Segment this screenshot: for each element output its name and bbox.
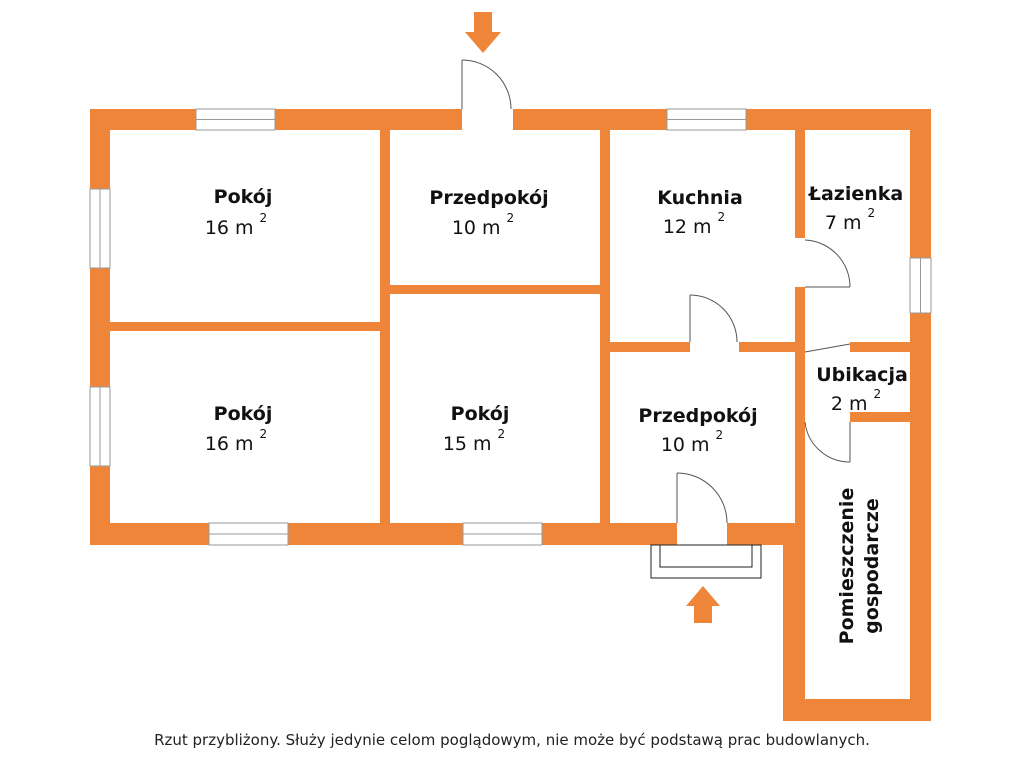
wall-int-7: [805, 342, 910, 352]
wall-int-2: [110, 322, 380, 331]
room-label-pomieszczenie-gospodarcze: Pomieszczenie gospodarcze: [836, 488, 883, 645]
wall-storage-left: [783, 523, 805, 721]
svg-text:Łazienka: Łazienka: [808, 183, 903, 205]
svg-text:16 m2: 16 m2: [205, 427, 267, 455]
svg-text:16 m2: 16 m2: [205, 211, 267, 239]
wall-int-4: [600, 130, 610, 523]
disclaimer-footer: Rzut przybliżony. Służy jedynie celom po…: [154, 731, 870, 749]
svg-text:Pokój: Pokój: [214, 186, 273, 208]
wall-left: [90, 109, 110, 545]
svg-text:Ubikacja: Ubikacja: [816, 364, 908, 386]
arrow-down-icon: [465, 12, 501, 53]
svg-text:15 m2: 15 m2: [443, 427, 505, 455]
svg-text:10 m2: 10 m2: [661, 428, 723, 456]
svg-text:10 m2: 10 m2: [452, 211, 514, 239]
svg-text:Pomieszczenie: Pomieszczenie: [836, 488, 858, 645]
wall-int-3: [390, 285, 600, 294]
svg-text:Pokój: Pokój: [214, 403, 273, 425]
wall-right-upper: [910, 109, 931, 721]
wall-int-8: [805, 412, 910, 422]
svg-text:12 m2: 12 m2: [663, 210, 725, 238]
door-openings: [462, 109, 850, 545]
svg-text:gospodarcze: gospodarcze: [861, 498, 883, 634]
svg-text:Przedpokój: Przedpokój: [429, 187, 548, 209]
doors: [461, 59, 851, 524]
svg-text:7 m2: 7 m2: [825, 206, 875, 234]
wall-int-1: [380, 130, 390, 523]
svg-text:2 m2: 2 m2: [831, 387, 881, 415]
svg-text:Pokój: Pokój: [451, 403, 510, 425]
entrance-steps: [650, 544, 762, 579]
door-toilet-top: [804, 343, 851, 353]
wall-storage-bottom: [783, 699, 931, 721]
arrow-up-icon: [686, 586, 720, 623]
svg-text:Kuchnia: Kuchnia: [657, 187, 743, 209]
svg-text:Przedpokój: Przedpokój: [638, 405, 757, 427]
wall-int-6: [795, 130, 805, 523]
window-lines: [99, 119, 921, 535]
